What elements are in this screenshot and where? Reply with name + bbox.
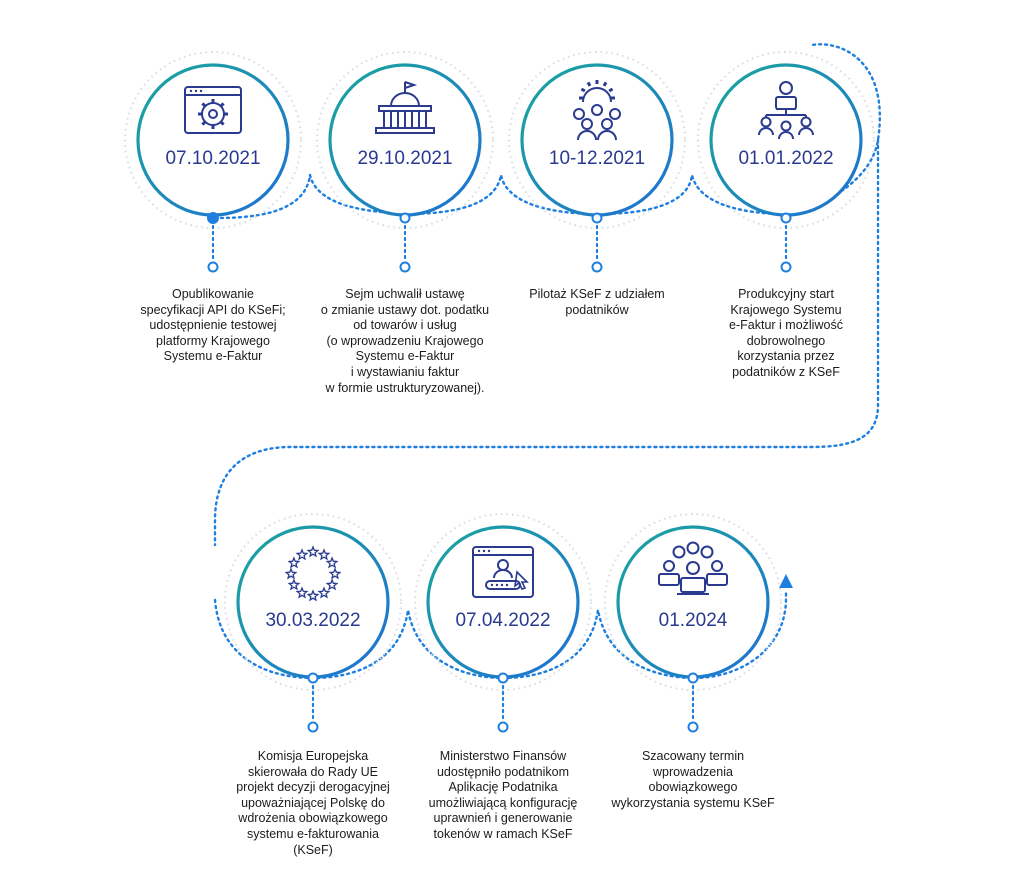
- milestone-3: 10-12.2021: [508, 51, 686, 273]
- stem-top-dot: [591, 212, 603, 224]
- description-line: w formie ustrukturyzowanej).: [325, 380, 485, 395]
- description-line: udostępniło podatnikom: [436, 764, 570, 779]
- stem-top-dot: [307, 672, 319, 684]
- timeline-end-arrow: [779, 574, 793, 588]
- description-line: i wystawianiu faktur: [350, 364, 460, 379]
- node-background: [330, 65, 480, 215]
- network-people-icon: [758, 81, 814, 140]
- user-login-window-icon: [472, 546, 534, 598]
- milestone-2: 29.10.2021: [316, 51, 494, 273]
- description-line: wykorzystania systemu KSeF: [611, 795, 775, 810]
- milestone-6: 07.04.2022: [414, 513, 592, 733]
- description-line: od towarów i usług: [353, 318, 457, 333]
- description-line: Sejm uchwalił ustawę: [345, 287, 465, 301]
- description-line: korzystania przez: [737, 349, 835, 364]
- milestone-4: 01.01.2022: [697, 51, 875, 273]
- description-line: wdrożenia obowiązkowego: [238, 811, 388, 826]
- milestone-5: 30.03.2022: [224, 513, 402, 733]
- description-line: podatników: [565, 302, 629, 317]
- milestone-date: 10-12.2021: [549, 148, 645, 169]
- description-line: Komisja Europejska: [257, 749, 369, 763]
- description-line: Aplikację Podatnika: [448, 780, 558, 795]
- stem-bottom-dot: [780, 261, 792, 273]
- description-line: tokenów w ramach KSeF: [433, 826, 573, 841]
- description-line: Pilotaż KSeF z udziałem: [529, 287, 665, 301]
- stem-bottom-dot: [207, 261, 219, 273]
- team-gear-icon: [573, 80, 621, 141]
- description-line: systemu e-fakturowania: [246, 826, 379, 841]
- description-line: obowiązkowego: [648, 780, 738, 795]
- stem-top-dot: [497, 672, 509, 684]
- description-line: skierowała do Rady UE: [248, 764, 378, 779]
- milestone-date: 01.01.2022: [738, 148, 833, 169]
- description-line: umożliwiającą konfigurację: [428, 795, 578, 810]
- description-line: Krajowego Systemu: [730, 302, 842, 317]
- description-line: udostępnienie testowej: [149, 318, 277, 333]
- group-laptops-icon: [658, 541, 728, 595]
- description-line: (KSeF): [293, 842, 333, 857]
- description-line: podatników z KSeF: [732, 364, 840, 379]
- description-line: Opublikowanie: [172, 287, 254, 301]
- milestone-date: 30.03.2022: [265, 610, 360, 631]
- start-dot: [207, 212, 219, 224]
- node-background: [238, 527, 388, 677]
- halo-ring: [604, 513, 782, 691]
- stem-top-dot: [780, 212, 792, 224]
- description-line: uprawnień i generowanie: [433, 811, 573, 826]
- description-line: e-Faktur i możliwość: [729, 318, 843, 333]
- description-line: upoważniającej Polskę do: [241, 795, 385, 810]
- stem-bottom-dot: [687, 721, 699, 733]
- node-background: [618, 527, 768, 677]
- milestone-1: 07.10.2021: [124, 51, 302, 273]
- description-line: dobrowolnego: [746, 333, 826, 348]
- stem-bottom-dot: [307, 721, 319, 733]
- description-line: platformy Krajowego: [156, 333, 270, 348]
- node-background: [428, 527, 578, 677]
- description-line: Ministerstwo Finansów: [439, 749, 567, 763]
- description-line: Systemu e-Faktur: [355, 349, 455, 364]
- stem-bottom-dot: [399, 261, 411, 273]
- milestone-date: 29.10.2021: [357, 148, 452, 169]
- description-line: (o wprowadzeniu Krajowego: [326, 333, 484, 348]
- stem-top-dot: [399, 212, 411, 224]
- description-line: wprowadzenia: [653, 764, 733, 779]
- description-line: specyfikacji API do KSeFi;: [140, 302, 286, 317]
- eu-stars-icon: [284, 545, 342, 602]
- description-line: projekt decyzji derogacyjnej: [236, 780, 390, 795]
- node-background: [711, 65, 861, 215]
- milestone-7: 01.2024: [604, 513, 782, 733]
- description-line: Szacowany termin: [641, 749, 745, 763]
- stem-bottom-dot: [591, 261, 603, 273]
- description-line: Produkcyjny start: [738, 287, 834, 301]
- milestone-date: 07.10.2021: [165, 148, 260, 169]
- halo-ring: [224, 513, 402, 691]
- description-line: o zmianie ustawy dot. podatku: [320, 302, 490, 317]
- stem-bottom-dot: [497, 721, 509, 733]
- stem-top-dot: [687, 672, 699, 684]
- node-background: [138, 65, 288, 215]
- description-line: Systemu e-Faktur: [163, 349, 263, 364]
- milestone-date: 01.2024: [659, 610, 728, 631]
- gear-window-icon: [184, 86, 242, 134]
- parliament-icon: [375, 81, 435, 134]
- halo-ring: [414, 513, 592, 691]
- milestone-date: 07.04.2022: [455, 610, 550, 631]
